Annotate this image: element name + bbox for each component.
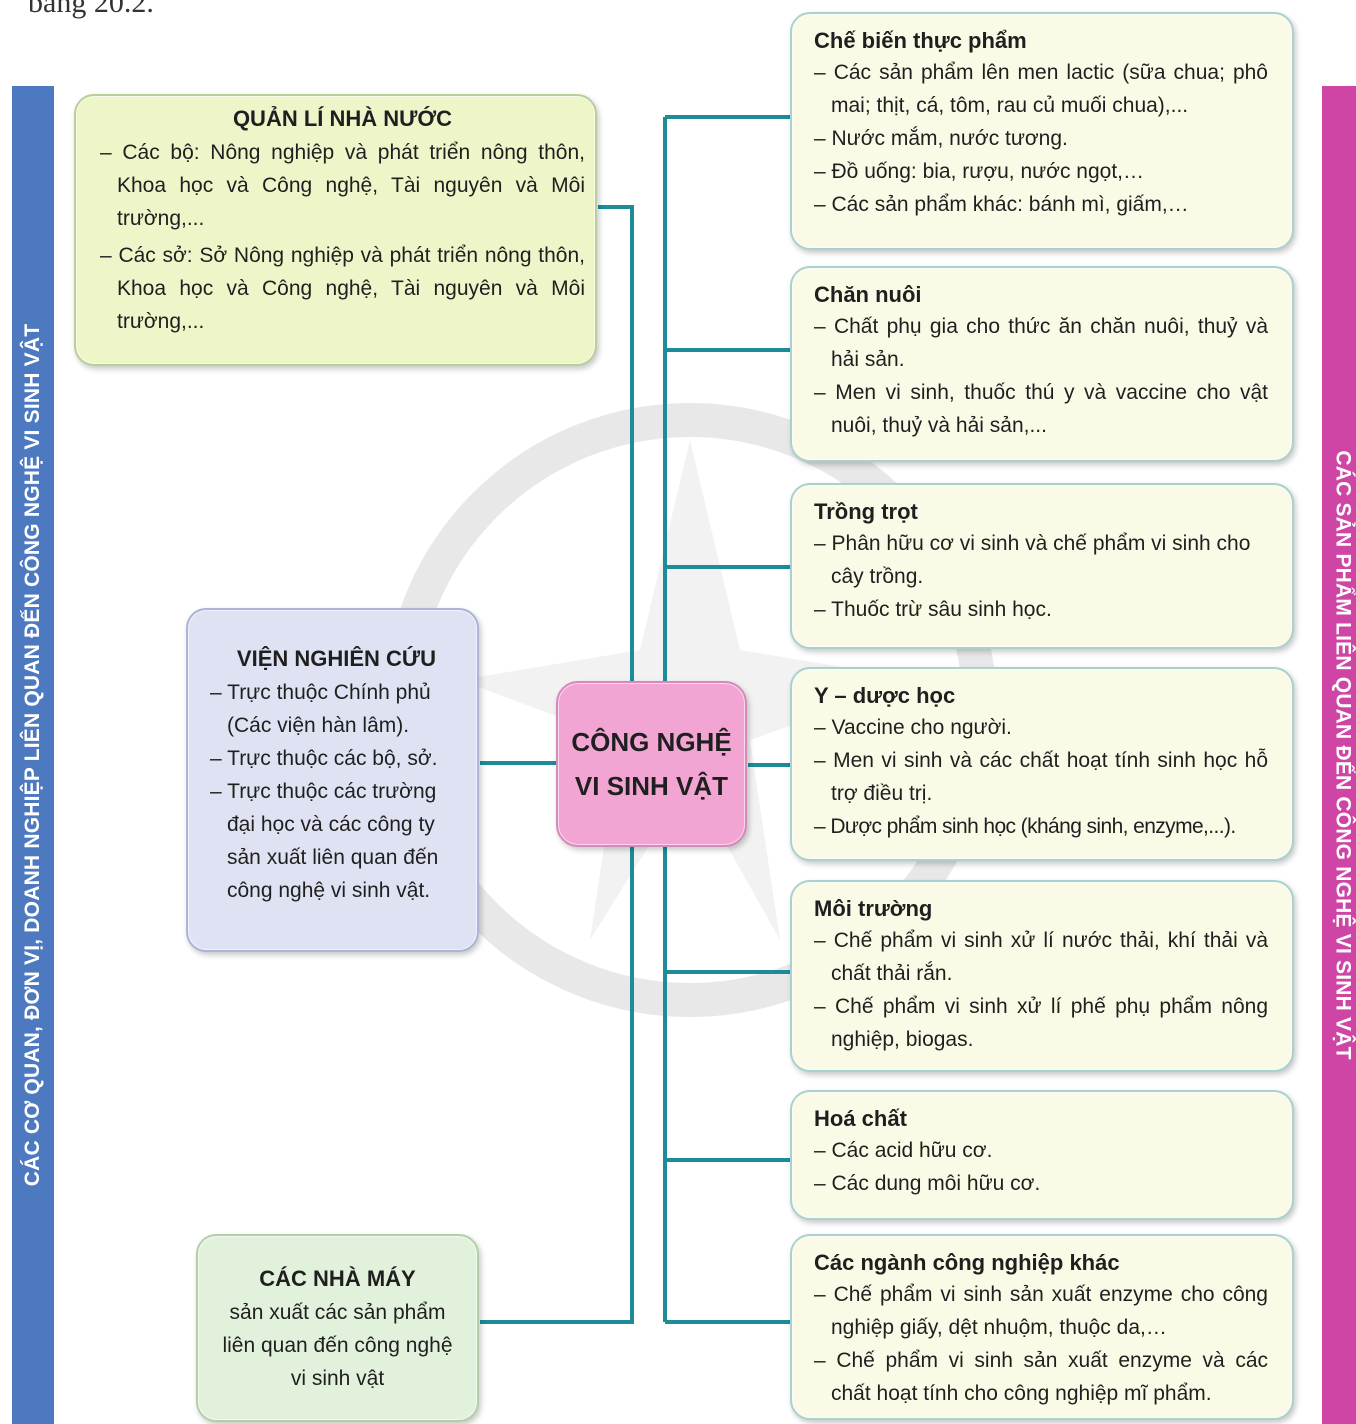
list-item: Chế phẩm vi sinh xử lí phế phụ phẩm nông… bbox=[814, 990, 1268, 1056]
list-item: Các dung môi hữu cơ. bbox=[814, 1167, 1268, 1200]
center-title-line2: VI SINH VẬT bbox=[574, 771, 729, 801]
center-node: CÔNG NGHỆ VI SINH VẬT bbox=[556, 681, 747, 847]
state-management-box: QUẢN LÍ NHÀ NƯỚC Các bộ: Nông nghiệp và … bbox=[74, 94, 597, 366]
food-processing-list: Các sản phẩm lên men lactic (sữa chua; p… bbox=[814, 56, 1268, 221]
list-item: Nước mắm, nước tương. bbox=[814, 122, 1268, 155]
list-item: Phân hữu cơ vi sinh và chế phẩm vi sinh … bbox=[814, 527, 1268, 593]
crop-farming-box: Trồng trọt Phân hữu cơ vi sinh và chế ph… bbox=[790, 483, 1294, 649]
environment-box: Môi trường Chế phẩm vi sinh xử lí nước t… bbox=[790, 880, 1294, 1072]
other-industries-box: Các ngành công nghiệp khác Chế phẩm vi s… bbox=[790, 1234, 1294, 1420]
state-management-title: QUẢN LÍ NHÀ NƯỚC bbox=[232, 106, 453, 131]
crop-farming-list: Phân hữu cơ vi sinh và chế phẩm vi sinh … bbox=[814, 527, 1268, 626]
list-item: Các bộ: Nông nghiệp và phát triển nông t… bbox=[100, 136, 585, 235]
left-sidebar-title: CÁC CƠ QUAN, ĐƠN VỊ, DOANH NGHIỆP LIÊN Q… bbox=[21, 323, 44, 1187]
list-item: Thuốc trừ sâu sinh học. bbox=[814, 593, 1268, 626]
list-item: Các sản phẩm lên men lactic (sữa chua; p… bbox=[814, 56, 1268, 122]
list-item: Trực thuộc các bộ, sở. bbox=[210, 742, 463, 775]
page-text-fragment: bảng 20.2. bbox=[28, 0, 154, 19]
crop-farming-title: Trồng trọt bbox=[814, 499, 918, 524]
state-management-list: Các bộ: Nông nghiệp và phát triển nông t… bbox=[100, 136, 585, 338]
medicine-box: Y – dược học Vaccine cho người. Men vi s… bbox=[790, 667, 1294, 861]
list-item: Các sản phẩm khác: bánh mì, giấm,… bbox=[814, 188, 1268, 221]
right-sidebar-title: CÁC SẢN PHẨM LIÊN QUAN ĐẾN CÔNG NGHỆ VI … bbox=[1332, 450, 1355, 1060]
chemicals-list: Các acid hữu cơ. Các dung môi hữu cơ. bbox=[814, 1134, 1268, 1200]
chemicals-box: Hoá chất Các acid hữu cơ. Các dung môi h… bbox=[790, 1090, 1294, 1220]
factory-description: sản xuất các sản phẩm liên quan đến công… bbox=[222, 1301, 453, 1390]
list-item: Đồ uống: bia, rượu, nước ngọt,… bbox=[814, 155, 1268, 188]
research-institute-box: VIỆN NGHIÊN CỨU Trực thuộc Chính phủ (Cá… bbox=[186, 608, 479, 952]
list-item: Chế phẩm vi sinh sản xuất enzyme cho côn… bbox=[814, 1278, 1268, 1344]
list-item: Vaccine cho người. bbox=[814, 711, 1268, 744]
left-sidebar-banner: CÁC CƠ QUAN, ĐƠN VỊ, DOANH NGHIỆP LIÊN Q… bbox=[12, 86, 54, 1424]
research-institute-list: Trực thuộc Chính phủ (Các viện hàn lâm).… bbox=[210, 676, 463, 907]
livestock-title: Chăn nuôi bbox=[814, 282, 922, 307]
list-item: Trực thuộc các trường đại học và các côn… bbox=[210, 775, 463, 907]
food-processing-box: Chế biến thực phẩm Các sản phẩm lên men … bbox=[790, 12, 1294, 250]
factory-title: CÁC NHÀ MÁY bbox=[259, 1266, 416, 1291]
factory-box: CÁC NHÀ MÁY sản xuất các sản phẩm liên q… bbox=[196, 1234, 479, 1422]
environment-title: Môi trường bbox=[814, 896, 933, 921]
list-item: Các sở: Sở Nông nghiệp và phát triển nôn… bbox=[100, 239, 585, 338]
list-item: Trực thuộc Chính phủ (Các viện hàn lâm). bbox=[210, 676, 463, 742]
medicine-list: Vaccine cho người. Men vi sinh và các ch… bbox=[814, 711, 1268, 843]
list-item: Men vi sinh và các chất hoạt tính sinh h… bbox=[814, 744, 1268, 810]
research-institute-title: VIỆN NGHIÊN CỨU bbox=[236, 646, 437, 671]
food-processing-title: Chế biến thực phẩm bbox=[814, 28, 1027, 53]
right-sidebar-banner: CÁC SẢN PHẨM LIÊN QUAN ĐẾN CÔNG NGHỆ VI … bbox=[1322, 86, 1356, 1424]
list-item: Men vi sinh, thuốc thú y và vaccine cho … bbox=[814, 376, 1268, 442]
list-item: Chế phẩm vi sinh sản xuất enzyme và các … bbox=[814, 1344, 1268, 1410]
list-item: Dược phẩm sinh học (kháng sinh, enzyme,.… bbox=[814, 810, 1268, 843]
chemicals-title: Hoá chất bbox=[814, 1106, 907, 1131]
environment-list: Chế phẩm vi sinh xử lí nước thải, khí th… bbox=[814, 924, 1268, 1056]
center-title-line1: CÔNG NGHỆ bbox=[571, 727, 732, 757]
other-industries-list: Chế phẩm vi sinh sản xuất enzyme cho côn… bbox=[814, 1278, 1268, 1410]
list-item: Chế phẩm vi sinh xử lí nước thải, khí th… bbox=[814, 924, 1268, 990]
list-item: Các acid hữu cơ. bbox=[814, 1134, 1268, 1167]
list-item: Chất phụ gia cho thức ăn chăn nuôi, thuỷ… bbox=[814, 310, 1268, 376]
livestock-list: Chất phụ gia cho thức ăn chăn nuôi, thuỷ… bbox=[814, 310, 1268, 442]
medicine-title: Y – dược học bbox=[814, 683, 956, 708]
other-industries-title: Các ngành công nghiệp khác bbox=[814, 1250, 1120, 1275]
livestock-box: Chăn nuôi Chất phụ gia cho thức ăn chăn … bbox=[790, 266, 1294, 462]
